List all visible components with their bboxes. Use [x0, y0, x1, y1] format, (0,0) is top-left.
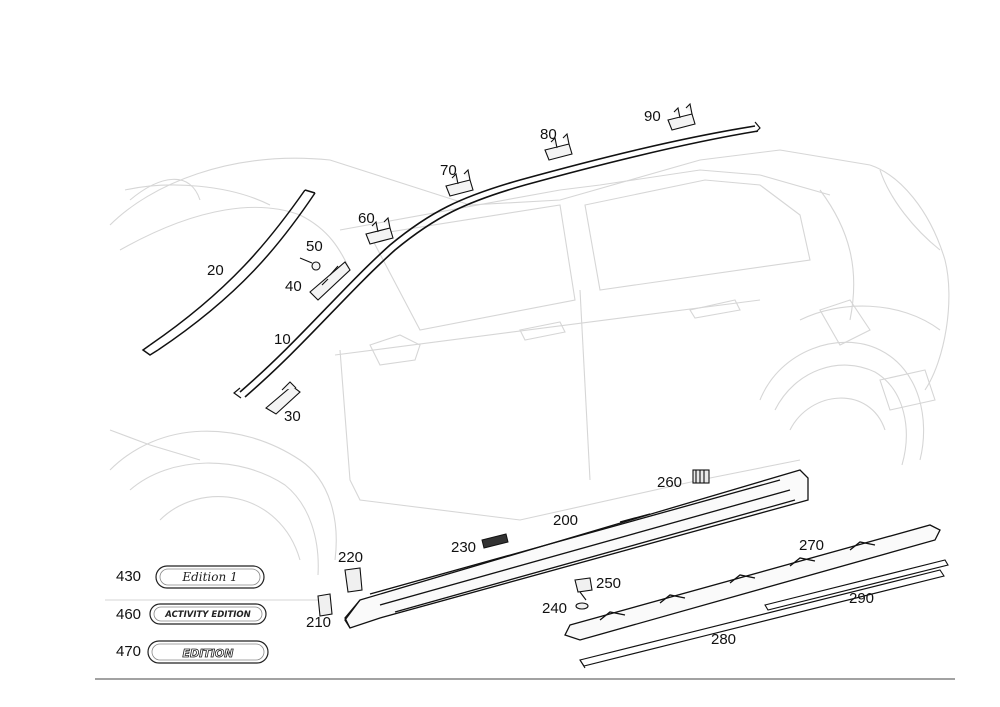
clip-90 [667, 102, 696, 131]
strip-290 [764, 559, 949, 611]
badge-430: Edition 1 [155, 565, 265, 589]
clip-40-and-screw-50 [299, 257, 351, 301]
clip-260 [692, 469, 710, 484]
callout-220: 220 [338, 549, 364, 566]
roof-clips [365, 102, 696, 245]
callout-240: 240 [542, 600, 568, 617]
pillar-trim-strip-20 [141, 189, 316, 356]
callout-230: 230 [451, 539, 477, 556]
callout-40: 40 [285, 278, 302, 295]
callout-270: 270 [799, 537, 825, 554]
badge-460: ACTIVITY EDITION [149, 603, 267, 625]
callout-460: 460 [116, 606, 142, 623]
callout-30: 30 [284, 408, 301, 425]
callout-290: 290 [849, 590, 875, 607]
roof-trim-strip-10 [233, 121, 761, 399]
side-sill-panel-200 [344, 469, 809, 629]
callout-80: 80 [540, 126, 557, 143]
callout-280: 280 [711, 631, 737, 648]
clip-70 [445, 168, 474, 197]
callout-70: 70 [440, 162, 457, 179]
callout-20: 20 [207, 262, 224, 279]
clip-60 [365, 216, 394, 245]
callout-260: 260 [657, 474, 683, 491]
callout-90: 90 [644, 108, 661, 125]
part-230 [481, 533, 509, 549]
callout-50: 50 [306, 238, 323, 255]
callout-470: 470 [116, 643, 142, 660]
callout-210: 210 [306, 614, 332, 631]
badge-470: EDITION [147, 640, 269, 664]
badge-460-text: ACTIVITY EDITION [164, 610, 251, 620]
clips-210-220 [317, 567, 363, 617]
callout-60: 60 [358, 210, 375, 227]
strip-280 [579, 569, 945, 669]
callout-250: 250 [596, 575, 622, 592]
fastener-240-250 [574, 577, 593, 610]
callout-10: 10 [274, 331, 291, 348]
clip-80 [544, 132, 573, 161]
lower-trim-strip-270 [564, 524, 941, 641]
badge-470-text: EDITION [183, 647, 234, 660]
badge-430-text: Edition 1 [181, 570, 237, 584]
callout-430: 430 [116, 568, 142, 585]
callout-200: 200 [553, 512, 579, 529]
clip-30 [265, 381, 301, 415]
car-silhouette [105, 149, 950, 601]
